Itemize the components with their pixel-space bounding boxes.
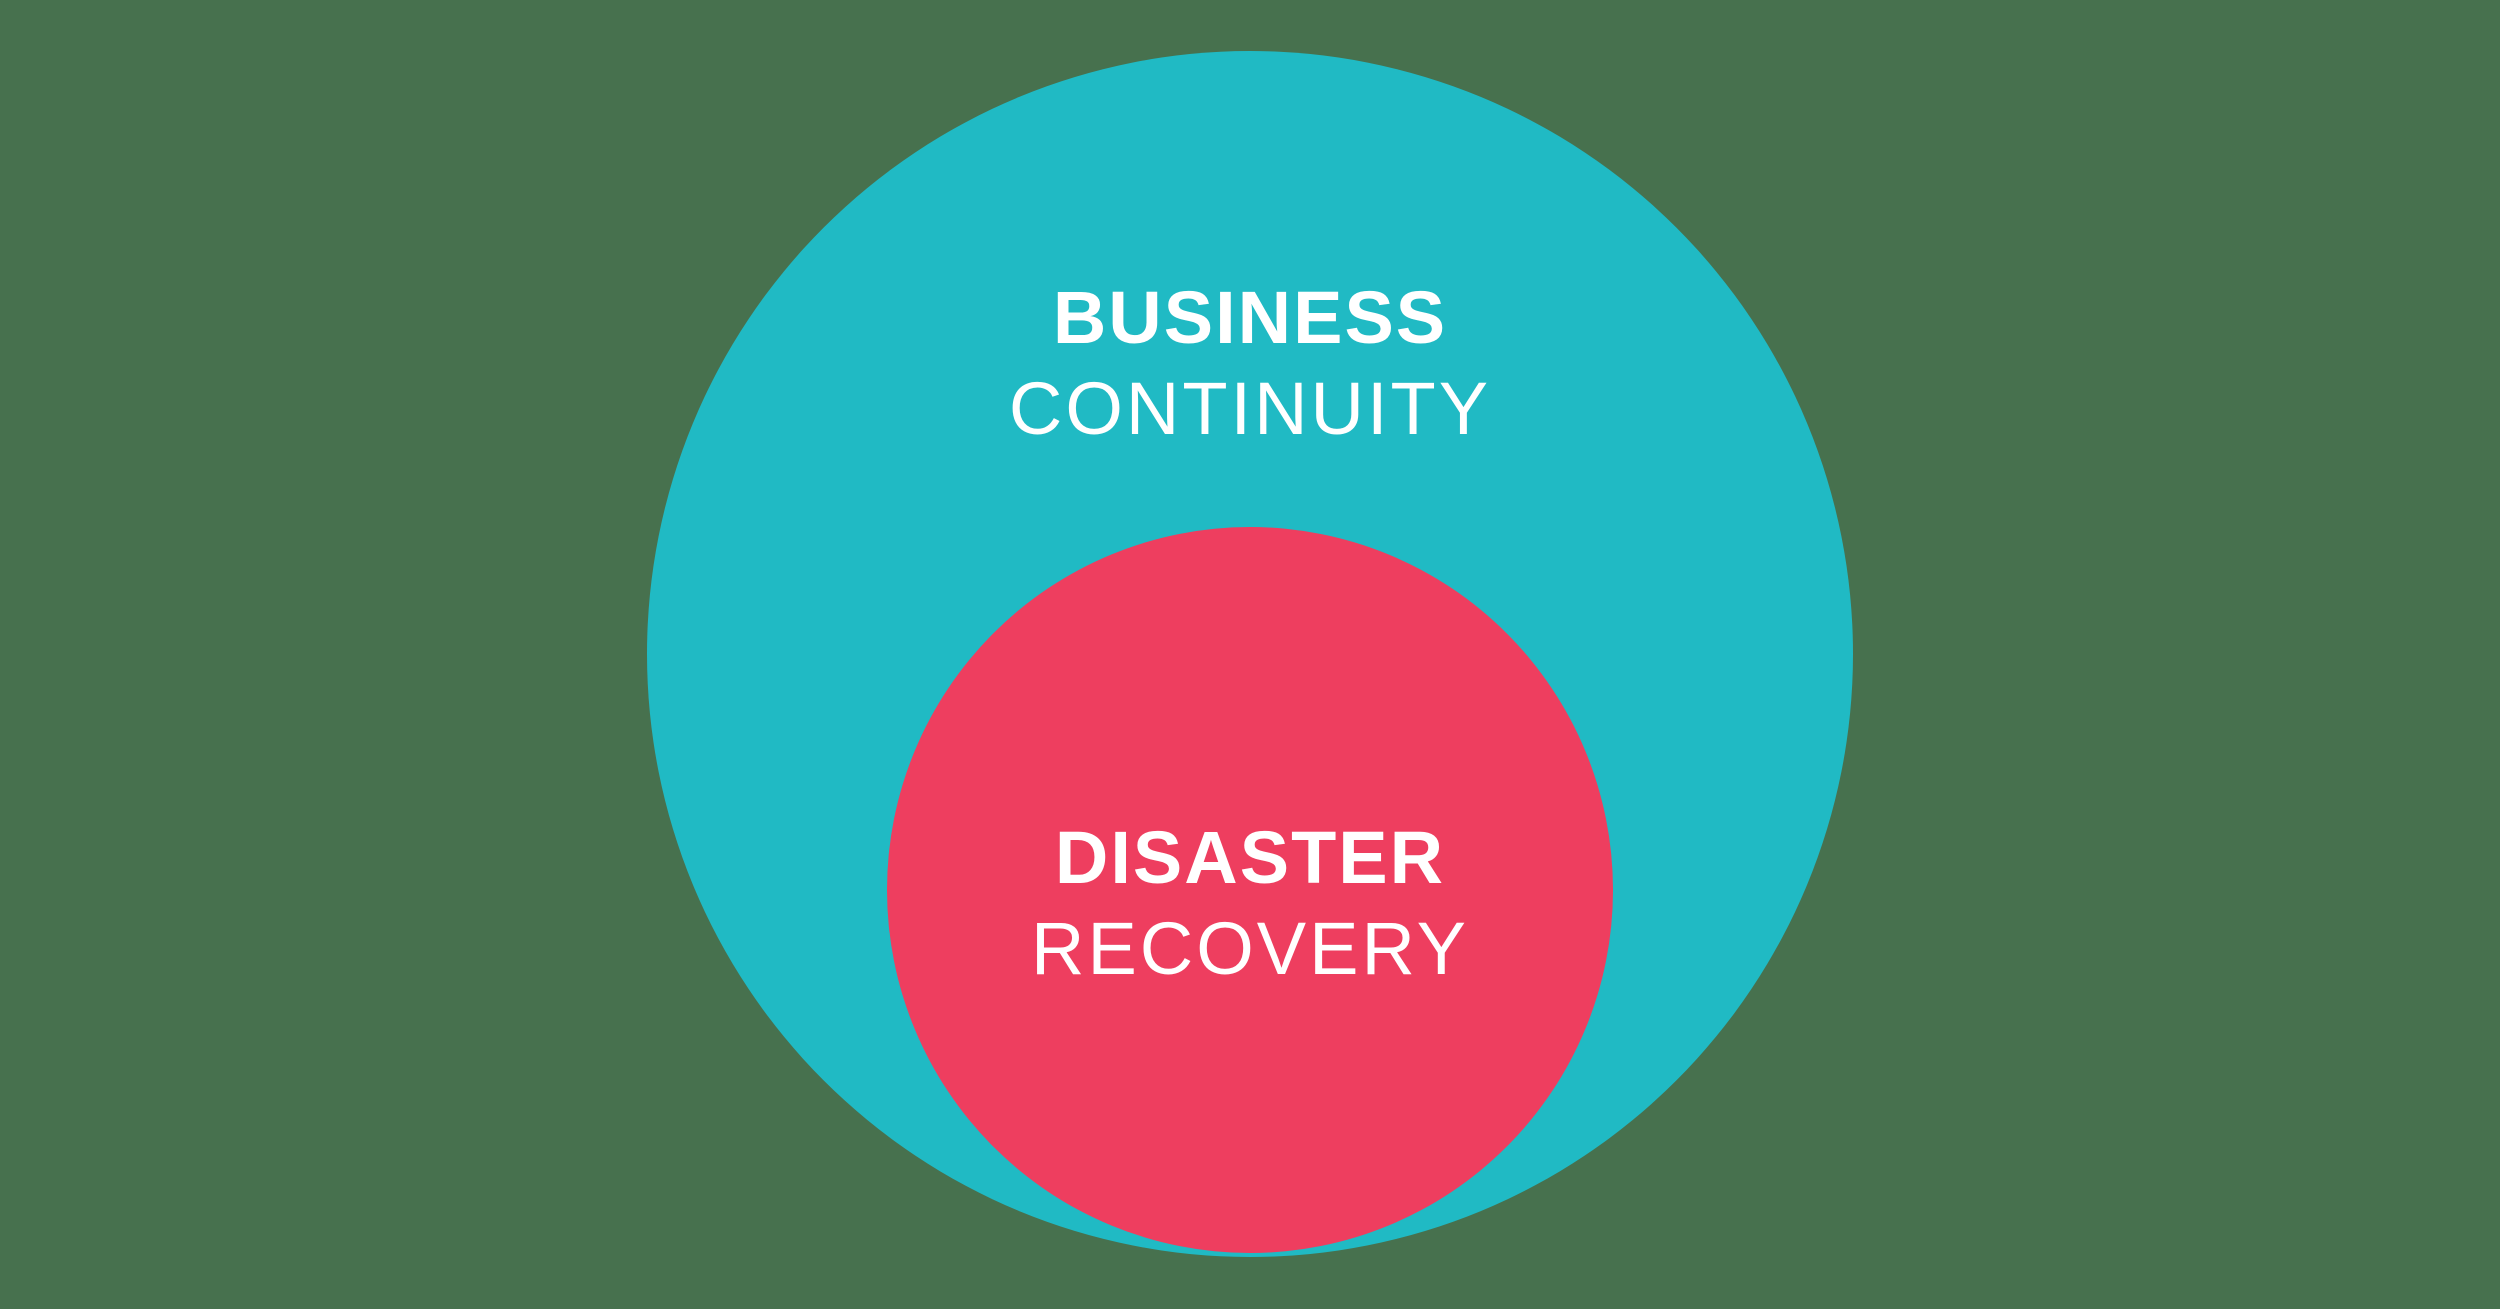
disaster-recovery-label-line1: DISASTER (1054, 816, 1446, 899)
business-continuity-label: BUSINESS CONTINUITY (0, 272, 2500, 454)
business-continuity-label-line2: CONTINUITY (1008, 367, 1492, 450)
disaster-recovery-label-line2: RECOVERY (1031, 907, 1469, 990)
business-continuity-label-line1: BUSINESS (1052, 276, 1448, 359)
disaster-recovery-circle (887, 527, 1613, 1253)
disaster-recovery-label: DISASTER RECOVERY (0, 812, 2500, 994)
